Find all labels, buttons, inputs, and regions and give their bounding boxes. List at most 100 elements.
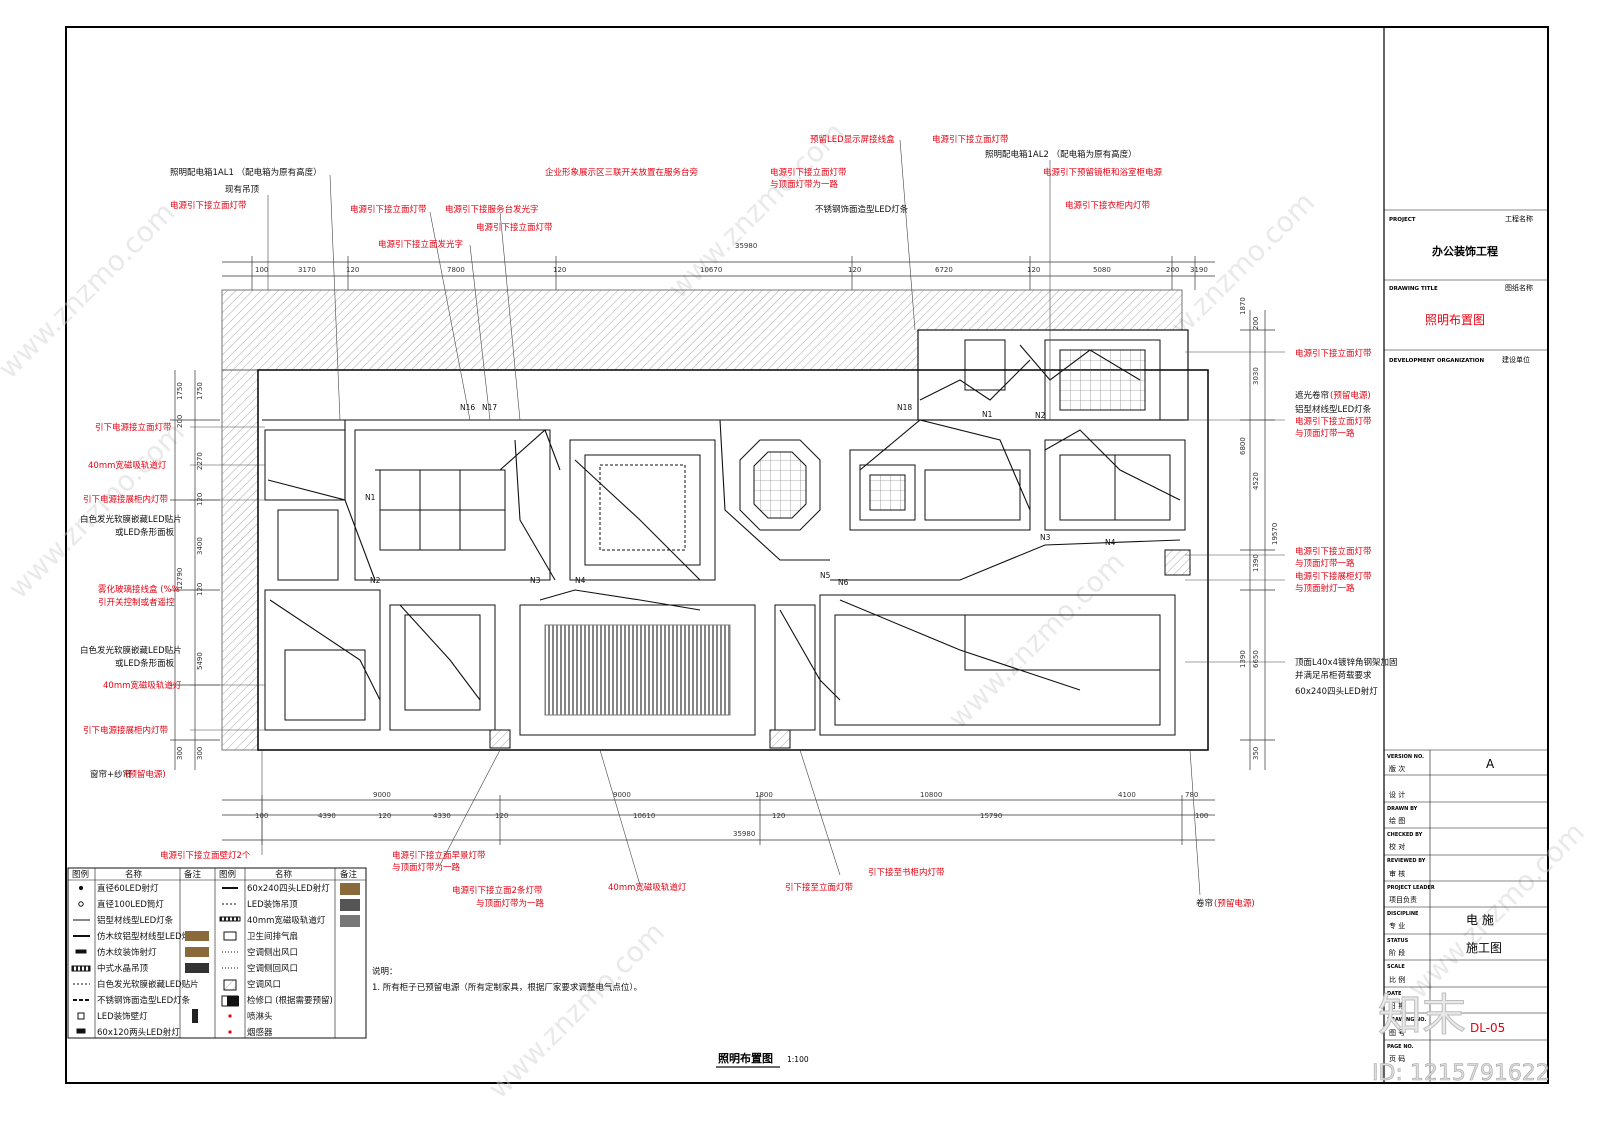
dim-top-0: 100 xyxy=(255,266,268,274)
dimension-left-values: 1750 1750 200 2270 120 3400 12790 120 54… xyxy=(176,382,204,760)
label-r9: 电源引下接展柜灯带 xyxy=(1295,571,1372,582)
tb-project-cn: 工程名称 xyxy=(1505,214,1533,223)
tb-status-label: STATUS xyxy=(1387,938,1409,944)
tb-version: A xyxy=(1486,757,1495,771)
floor-outline xyxy=(257,369,1209,751)
dim-left-10: 300 xyxy=(196,747,204,760)
dim-b1-1: 9000 xyxy=(613,791,631,799)
dim-top-1: 3170 xyxy=(298,266,316,274)
label-r10: 与顶面射灯一路 xyxy=(1295,583,1355,594)
tb-date-label: DATE xyxy=(1387,991,1402,997)
dim-b2-5: 10610 xyxy=(633,812,655,820)
tb-drawing-title: 照明布置图 xyxy=(1425,313,1485,327)
bottom-annotations: 电源引下接立面壁灯2个 电源引下接立面早景灯带 与顶面灯带为一路 电源引下接立面… xyxy=(160,850,1255,909)
label-r3: (预留电源) xyxy=(1330,390,1371,401)
dim-top-2: 120 xyxy=(346,266,359,274)
tb-drawn-label: DRAWN BY xyxy=(1387,806,1418,812)
dim-top-4: 120 xyxy=(553,266,566,274)
label-l13: (预留电源) xyxy=(125,769,166,780)
label-t8: 企业形象展示区三联开关放置在服务台旁 xyxy=(545,167,699,178)
dim-total-bottom: 35980 xyxy=(733,830,755,838)
legend-left-6: 白色发光软膜嵌藏LED贴片 xyxy=(97,979,199,990)
core-room-top xyxy=(917,329,1189,421)
node-n1-a: N1 xyxy=(365,493,376,502)
tb-page-cn: 页 码 xyxy=(1389,1055,1405,1063)
legend-right-2: 40mm宽磁吸轨道灯 xyxy=(247,915,326,926)
dim-right-4: 4520 xyxy=(1252,472,1260,490)
legend-head-name: 名称 xyxy=(125,869,143,880)
tb-project-name: 办公装饰工程 xyxy=(1432,244,1498,258)
dim-b1-4: 4100 xyxy=(1118,791,1136,799)
label-r11: 顶面L40x4镀锌角钢架加固 xyxy=(1295,657,1398,668)
legend-right-4: 空调侧出风口 xyxy=(247,947,298,958)
label-r5: 电源引下接立面灯带 xyxy=(1295,416,1372,427)
label-t7: 电源引下接立面发光字 xyxy=(378,239,463,250)
dim-left-8: 5490 xyxy=(196,652,204,670)
label-t1: 照明配电箱1AL1 （配电箱为原有高度） xyxy=(170,167,322,178)
tb-version-label: VERSION NO. xyxy=(1387,754,1424,760)
legend-right-9: 烟感器 xyxy=(247,1027,273,1038)
rooms xyxy=(264,339,1191,749)
dim-right-7: 6650 xyxy=(1252,650,1260,668)
legend-right-5: 空调侧回风口 xyxy=(247,963,298,974)
label-t13: 电源引下接立面灯带 xyxy=(932,134,1009,145)
drawing-title: 照明布置图 xyxy=(718,1051,773,1065)
label-t12: 不锈钢饰面造型LED灯条 xyxy=(815,204,909,215)
label-l3: 引下电源接展柜内灯带 xyxy=(83,494,169,505)
watermark-site-6: www.znzmo.com xyxy=(482,916,671,1105)
tb-version-cn: 版 次 xyxy=(1389,764,1405,773)
tb-reviewed-label: REVIEWED BY xyxy=(1387,858,1426,864)
right-annotations: 电源引下接立面灯带 遮光卷帘 (预留电源) 铝型材线型LED灯条 电源引下接立面… xyxy=(1295,348,1398,697)
dim-b2-7: 15790 xyxy=(980,812,1002,820)
label-r12: 并满足吊柜荷载要求 xyxy=(1295,670,1372,681)
dim-b2-0: 100 xyxy=(255,812,268,820)
legend-right-3: 卫生间排气扇 xyxy=(247,931,298,942)
dimension-right-values: 1870 200 3030 6800 4520 19570 1390 6650 … xyxy=(1239,297,1279,760)
node-n2-a: N2 xyxy=(370,576,381,585)
tb-drawing-no-label: DRAWING NO. xyxy=(1387,1017,1426,1023)
top-annotations: 照明配电箱1AL1 （配电箱为原有高度） 现有吊顶 电源引下接立面灯带 电源引下… xyxy=(170,134,1163,250)
label-r6: 与顶面灯带一路 xyxy=(1295,428,1355,439)
tb-scale-cn: 比 例 xyxy=(1389,975,1405,984)
label-t2: 现有吊顶 xyxy=(225,184,260,195)
node-n4-a: N4 xyxy=(575,576,586,585)
label-b4: 电源引下接立面2条灯带 xyxy=(452,885,543,896)
tb-checked-label: CHECKED BY xyxy=(1387,832,1423,838)
legend-right-1: LED装饰吊顶 xyxy=(247,899,298,910)
dim-b2-3: 4330 xyxy=(433,812,451,820)
tb-dev-org-label: DEVELOPMENT ORGANIZATION xyxy=(1389,358,1484,364)
label-r13: 60x240四头LED射灯 xyxy=(1295,686,1378,697)
label-l11: 引下电源接展柜内灯带 xyxy=(83,725,169,736)
legend-right-6: 空调风口 xyxy=(247,979,281,990)
tb-date-cn: 日 期 xyxy=(1389,1002,1405,1010)
node-n3-a: N3 xyxy=(530,576,541,585)
dim-top-5: 10670 xyxy=(700,266,722,274)
legend-left-0: 直径60LED射灯 xyxy=(97,883,159,894)
label-b2: 电源引下接立面早景灯带 xyxy=(392,850,486,861)
tb-status: 施工图 xyxy=(1466,941,1502,955)
tb-scale-label: SCALE xyxy=(1387,964,1405,970)
tb-project-label: PROJECT xyxy=(1389,217,1416,223)
dim-right-5: 19570 xyxy=(1271,523,1279,545)
label-l10: 40mm宽磁吸轨道灯 xyxy=(103,680,182,691)
tb-checked-cn: 校 对 xyxy=(1389,842,1405,851)
label-l8: 白色发光软膜嵌藏LED贴片 xyxy=(80,645,182,656)
node-n1-b: N1 xyxy=(982,410,993,419)
legend-left-7: 不锈钢饰面造型LED灯条 xyxy=(97,995,191,1006)
label-l6: 雾化玻璃接线盒 (%% xyxy=(98,584,180,595)
node-n17: N17 xyxy=(482,403,497,412)
tb-leader-label: PROJECT LEADER xyxy=(1387,885,1435,891)
dim-left-4: 120 xyxy=(196,493,204,506)
tb-drawn-cn: 绘 图 xyxy=(1389,816,1405,825)
dim-left-2: 200 xyxy=(176,415,184,428)
node-n3-b: N3 xyxy=(1040,533,1051,542)
label-r4: 铝型材线型LED灯条 xyxy=(1295,404,1372,415)
legend-left-5: 中式水晶吊顶 xyxy=(97,963,149,974)
label-t14: 照明配电箱1AL2 （配电箱为原有高度） xyxy=(985,149,1137,160)
watermark-site-5: www.znzmo.com xyxy=(942,546,1131,735)
dim-b1-5: 780 xyxy=(1185,791,1198,799)
tb-dev-org-cn: 建设单位 xyxy=(1502,355,1530,364)
legend-table: 图例 名称 备注 图例 名称 备注 直径60LED射灯 直径100LED筒灯 铝… xyxy=(67,867,367,1039)
dim-left-6: 12790 xyxy=(176,568,184,590)
label-t4: 电源引下接立面灯带 xyxy=(350,204,427,215)
